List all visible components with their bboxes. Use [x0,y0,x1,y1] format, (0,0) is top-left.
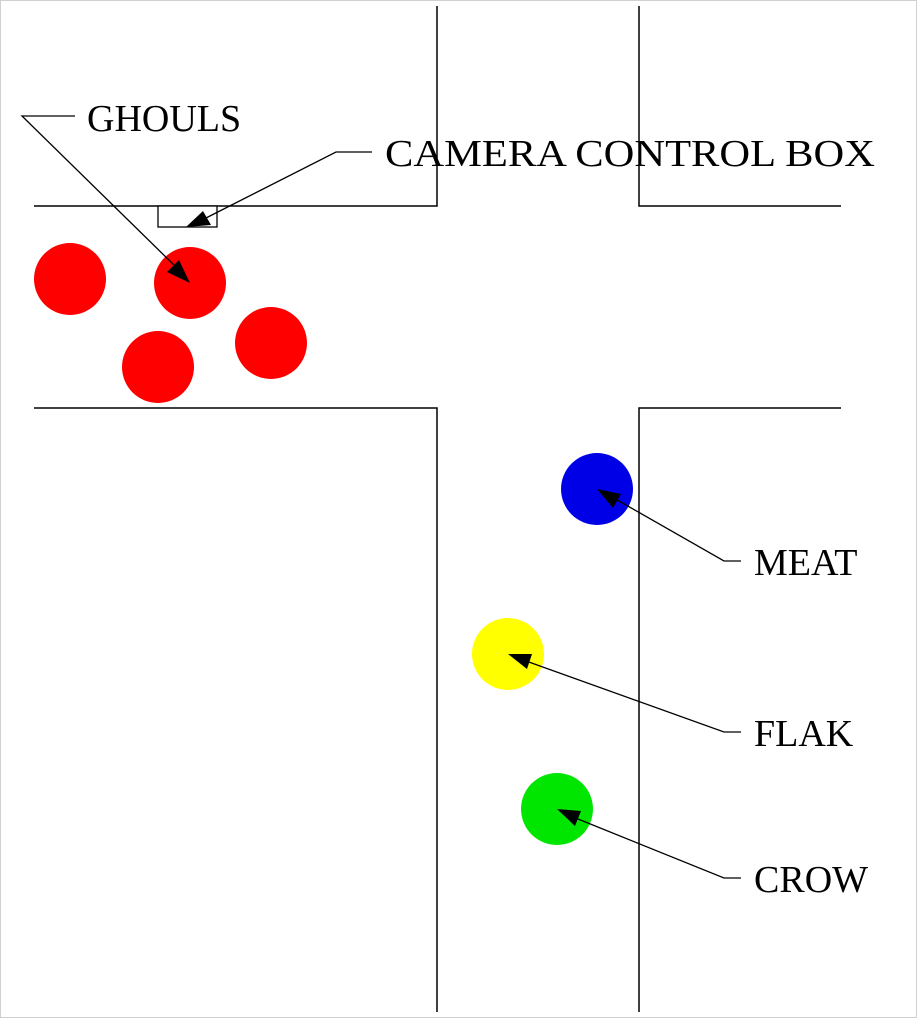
label-camera-control-box: CAMERA CONTROL BOX [385,133,875,175]
label-meat: MEAT [754,542,857,584]
label-ghouls: GHOULS [87,98,241,140]
ghoul [34,243,106,315]
arrowhead-icon [186,211,211,227]
ghouls-group [34,243,307,403]
arrowhead-icon [557,809,581,826]
wall-top-right [638,6,841,207]
arrowhead-icon [508,654,532,669]
camera-leader [186,151,372,227]
arrowhead-icon [167,260,190,283]
wall-bottom-right [638,407,841,1012]
ghoul [122,331,194,403]
meat-leader [597,489,741,562]
ghouls-leader [20,115,190,283]
ghoul [235,307,307,379]
wall-bottom-left [34,407,438,1012]
label-crow: CROW [754,859,868,901]
arrowhead-icon [597,489,621,508]
crow-leader [557,809,741,879]
flak-leader [508,654,741,733]
label-flak: FLAK [754,713,854,755]
